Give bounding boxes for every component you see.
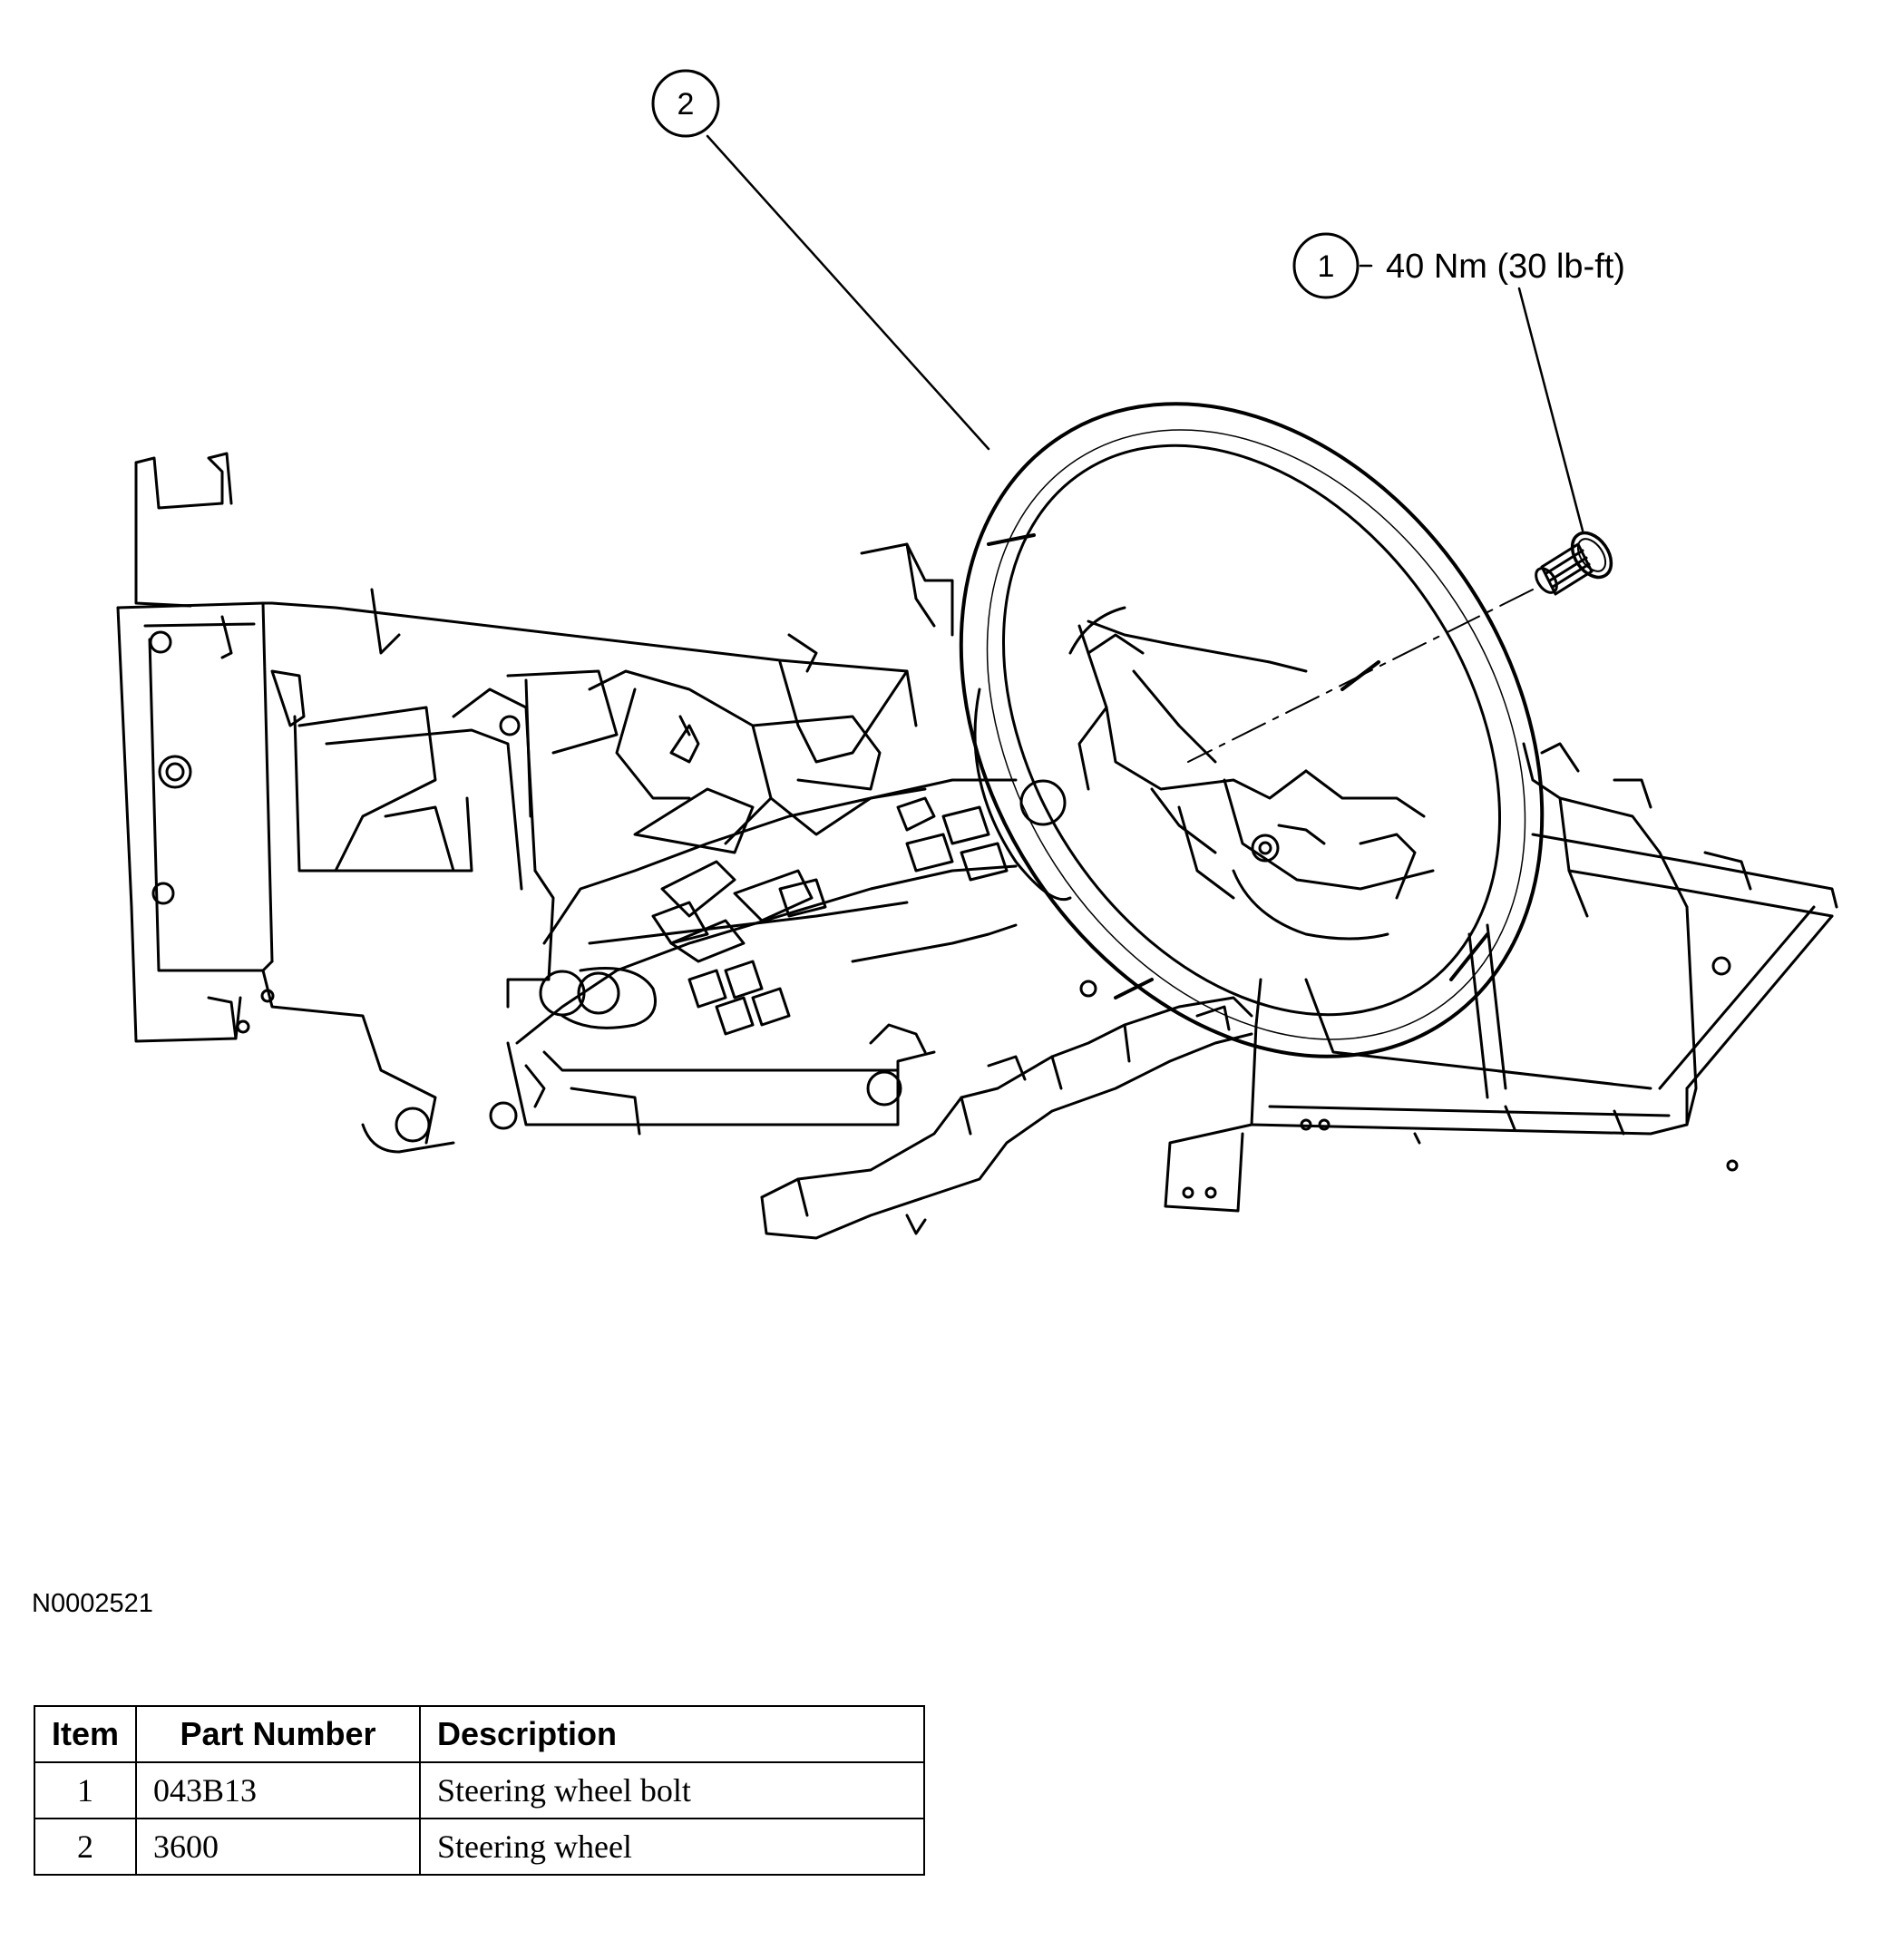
header-item: Item (34, 1705, 137, 1763)
steering-wheel-bolt (1535, 531, 1613, 596)
instrument-panel-frame-left (116, 452, 918, 1145)
header-description: Description (419, 1705, 925, 1763)
cell-description: Steering wheel (419, 1818, 925, 1876)
header-part-number: Part Number (135, 1705, 421, 1763)
cell-part-number: 043B13 (135, 1761, 421, 1819)
table-header-row: Item Part Number Description (34, 1705, 925, 1763)
table-row: 1 043B13 Steering wheel bolt (34, 1761, 925, 1819)
bolt-centerline (1187, 589, 1534, 763)
cell-part-number: 3600 (135, 1818, 421, 1876)
parts-table: Item Part Number Description 1 043B13 St… (34, 1705, 925, 1876)
callout-2: 2 (651, 69, 720, 138)
callout-1-number: 1 (1318, 249, 1335, 284)
steering-wheel-diagram: 2 1 40 Nm (30 lb-ft) (116, 69, 1838, 1240)
figure-id: N0002521 (32, 1589, 153, 1618)
lower-cross-bracket (760, 996, 1253, 1240)
callout-1-leader (1517, 287, 1584, 532)
callout-2-leader (706, 134, 990, 451)
center-support-structure (361, 542, 1097, 1154)
callout-2-number: 2 (677, 87, 695, 122)
cell-item: 1 (34, 1761, 137, 1819)
cell-description: Steering wheel bolt (419, 1761, 925, 1819)
cell-item: 2 (34, 1818, 137, 1876)
callout-1-torque: 40 Nm (30 lb-ft) (1386, 248, 1625, 286)
steering-wheel (959, 402, 1545, 1058)
table-row: 2 3600 Steering wheel (34, 1818, 925, 1876)
callout-1: 1 40 Nm (30 lb-ft) (1292, 232, 1625, 299)
instrument-panel-frame-right (1164, 742, 1838, 1213)
